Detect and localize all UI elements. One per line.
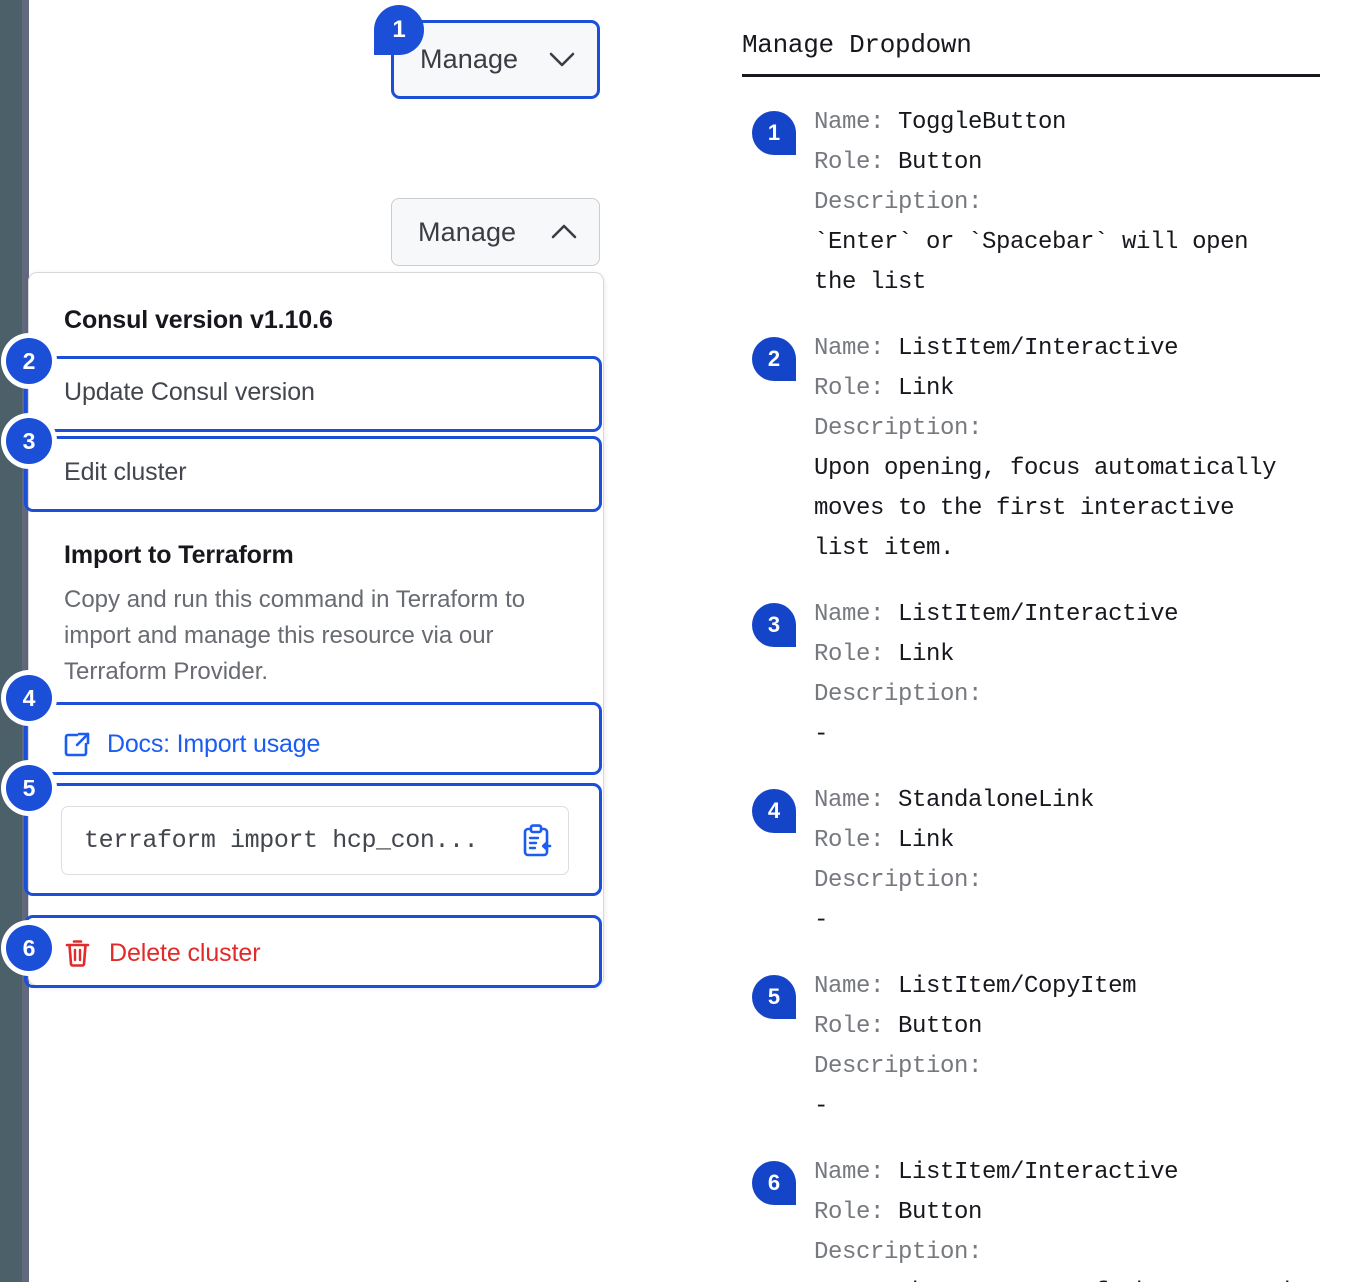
- callout-badge-2: 2: [6, 338, 52, 384]
- left-rail-grey: [22, 0, 29, 1282]
- external-link-icon: [64, 731, 91, 759]
- menu-divider: [37, 511, 597, 512]
- annotation-role-label: Role:: [814, 375, 885, 402]
- annotation-role-value: Link: [898, 375, 955, 402]
- annotation-badge-5: 5: [752, 975, 796, 1019]
- menu-item-delete-cluster[interactable]: Delete cluster: [64, 938, 261, 968]
- annotation-name-label: Name:: [814, 1159, 885, 1186]
- annotation-badge-1: 1: [752, 111, 796, 155]
- manage-toggle-button-collapsed[interactable]: Manage: [391, 20, 600, 99]
- annotation-description-value: Upon opening, focus automatically moves …: [814, 455, 1277, 562]
- annotation-description-label: Description:: [814, 1239, 983, 1266]
- annotation-badge-4: 4: [752, 789, 796, 833]
- annotation-description-value: -: [814, 907, 829, 934]
- annotation-row: 6 Name: ListItem/Interactive Role: Butto…: [742, 1153, 1322, 1282]
- menu-item-docs-import-usage[interactable]: Docs: Import usage: [64, 730, 320, 759]
- manage-toggle-label-expanded: Manage: [418, 216, 517, 247]
- annotation-role-value: Button: [898, 149, 983, 176]
- annotation-description-value: -: [814, 721, 829, 748]
- annotation-name-value: ListItem/Interactive: [898, 335, 1179, 362]
- trash-icon: [64, 938, 91, 968]
- annotation-name-label: Name:: [814, 109, 885, 136]
- annotation-rule: [742, 74, 1320, 77]
- annotation-name-label: Name:: [814, 601, 885, 628]
- annotation-badge-2: 2: [752, 337, 796, 381]
- callout-badge-4: 4: [6, 675, 52, 721]
- terraform-description: Copy and run this command in Terraform t…: [64, 586, 526, 685]
- docs-link-label: Docs: Import usage: [107, 730, 321, 758]
- callout-badge-6: 6: [6, 925, 52, 971]
- annotation-row: 2 Name: ListItem/Interactive Role: Link …: [742, 329, 1322, 569]
- annotation-name-label: Name:: [814, 787, 885, 814]
- terraform-command-text: terraform import hcp_con...: [84, 826, 479, 855]
- annotation-row: 3 Name: ListItem/Interactive Role: Link …: [742, 595, 1322, 755]
- annotation-row: 4 Name: StandaloneLink Role: Link Descri…: [742, 781, 1322, 941]
- annotation-name-value: ListItem/Interactive: [898, 1159, 1179, 1186]
- annotation-name-value: StandaloneLink: [898, 787, 1095, 814]
- annotation-role-label: Role:: [814, 149, 885, 176]
- chevron-up-icon: [551, 224, 577, 240]
- import-to-terraform-heading: Import to Terraform: [64, 541, 294, 569]
- annotation-role-label: Role:: [814, 1013, 885, 1040]
- callout-badge-5: 5: [6, 765, 52, 811]
- annotation-row: 5 Name: ListItem/CopyItem Role: Button D…: [742, 967, 1322, 1127]
- consul-version-heading: Consul version v1.10.6: [64, 306, 333, 334]
- clipboard-copy-icon[interactable]: [520, 823, 552, 858]
- delete-cluster-label: Delete cluster: [109, 938, 261, 967]
- manage-dropdown-panel: Consul version v1.10.6 Update Consul ver…: [28, 272, 604, 986]
- menu-item-edit-cluster[interactable]: Edit cluster: [64, 458, 187, 486]
- annotation-name-value: ToggleButton: [898, 109, 1067, 136]
- callout-badge-1: 1: [374, 5, 424, 55]
- annotation-name-value: ListItem/Interactive: [898, 601, 1179, 628]
- manage-toggle-label: Manage: [420, 44, 519, 74]
- callout-badge-3: 3: [6, 418, 52, 464]
- annotation-title: Manage Dropdown: [742, 30, 972, 60]
- annotation-name-label: Name:: [814, 973, 885, 1000]
- chevron-down-icon: [549, 52, 575, 68]
- annotation-role-label: Role:: [814, 1199, 885, 1226]
- annotation-description-value: `Enter` or `Spacebar` will open the list: [814, 229, 1249, 296]
- annotation-description-label: Description:: [814, 415, 983, 442]
- annotation-role-value: Button: [898, 1013, 983, 1040]
- annotation-role-value: Link: [898, 641, 955, 668]
- annotation-role-value: Button: [898, 1199, 983, 1226]
- annotation-badge-3: 3: [752, 603, 796, 647]
- annotation-description-value: Next tab moves out of the menu and to th…: [814, 1273, 1322, 1282]
- annotation-row: 1 Name: ToggleButton Role: Button Descri…: [742, 103, 1322, 303]
- annotation-name-value: ListItem/CopyItem: [898, 973, 1137, 1000]
- menu-item-update-consul-version[interactable]: Update Consul version: [64, 378, 315, 406]
- left-rail-dark: [0, 0, 22, 1282]
- annotation-role-label: Role:: [814, 641, 885, 668]
- annotation-description-value: -: [814, 1093, 829, 1120]
- annotation-description-label: Description:: [814, 867, 983, 894]
- annotation-role-value: Link: [898, 827, 955, 854]
- annotation-role-label: Role:: [814, 827, 885, 854]
- manage-toggle-button-expanded[interactable]: Manage: [391, 198, 600, 266]
- annotation-name-label: Name:: [814, 335, 885, 362]
- terraform-command-field[interactable]: terraform import hcp_con...: [61, 806, 569, 875]
- annotation-badge-6: 6: [752, 1161, 796, 1205]
- annotation-description-label: Description:: [814, 681, 983, 708]
- annotation-panel: Manage Dropdown 1 Name: ToggleButton Rol…: [742, 30, 1322, 1282]
- annotation-description-label: Description:: [814, 1053, 983, 1080]
- annotation-description-label: Description:: [814, 189, 983, 216]
